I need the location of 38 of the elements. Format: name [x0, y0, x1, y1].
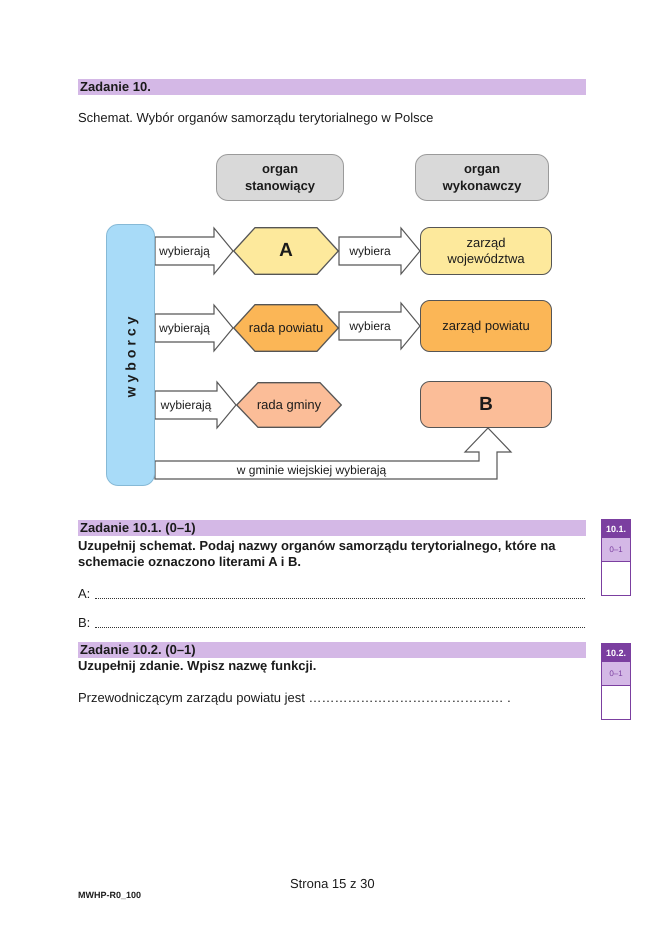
- node-label: wyborcy: [122, 312, 138, 398]
- answer-label: B:: [78, 615, 90, 631]
- section-heading: Zadanie 10.1. (0–1): [78, 520, 586, 536]
- document-code: MWHP-R0_100: [78, 890, 142, 900]
- edge-label: wybierają: [160, 398, 212, 412]
- edge-label: wybiera: [349, 319, 391, 333]
- task-number: 10.1.: [602, 520, 630, 537]
- instruction-text: Uzupełnij schemat. Podaj nazwy organów samorządu terytorialnego, które na schemacie oznaczono literami A i B.: [78, 538, 556, 570]
- node-label: organ stanowiący: [244, 161, 316, 194]
- node-label: zarząd województwa: [446, 234, 526, 268]
- section-heading: Zadanie 10.2. (0–1): [78, 642, 586, 658]
- hexagon-node: [233, 304, 339, 352]
- task-number: 10.2.: [602, 644, 630, 661]
- page-number: Strona 15 z 30: [290, 876, 375, 891]
- rounded-box: [420, 381, 552, 428]
- edge-label: wybiera: [349, 244, 391, 258]
- node-label: A: [278, 239, 294, 263]
- node-label: organ wykonawczy: [442, 161, 522, 194]
- section-heading: Zadanie 10.: [78, 79, 586, 95]
- column-header-box: [415, 154, 549, 201]
- rounded-box: [420, 300, 552, 352]
- rounded-box: [420, 227, 552, 275]
- diagram-title: Schemat. Wybór organów samorządu terytorialnego w Polsce: [78, 110, 434, 125]
- column-header-box: [216, 154, 344, 201]
- score-range: 0–1: [602, 661, 630, 686]
- edge-label: w gminie wiejskiej wybierają: [236, 463, 386, 477]
- instruction-text: Uzupełnij zdanie. Wpisz nazwę funkcji.: [78, 658, 318, 674]
- edge-label: wybierają: [159, 321, 210, 335]
- node-label: rada powiatu: [248, 320, 324, 336]
- node-label: zarząd powiatu: [441, 318, 531, 334]
- hexagon-node: [233, 227, 339, 275]
- edge-label: wybierają: [159, 244, 210, 258]
- vertical-bar-box: [106, 224, 155, 486]
- question-sentence: Przewodniczącym zarządu powiatu jest ……………………………………… .: [78, 690, 511, 706]
- node-label: rada gminy: [256, 396, 322, 414]
- node-label: B: [478, 392, 494, 416]
- answer-label: A:: [78, 586, 90, 602]
- score-range: 0–1: [602, 537, 630, 562]
